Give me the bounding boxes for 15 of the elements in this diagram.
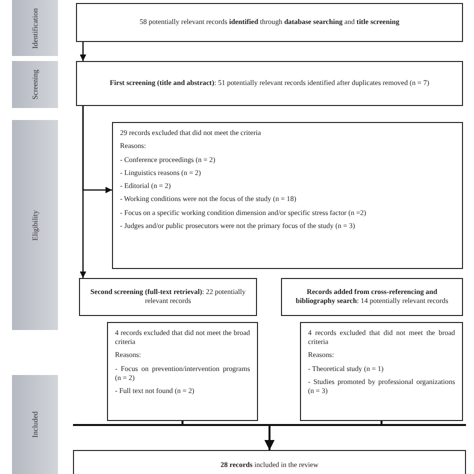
stage-bar — [12, 0, 58, 56]
stage-bar — [12, 120, 58, 330]
arrow — [80, 42, 86, 61]
stage-bar — [12, 375, 58, 474]
stage-bar — [12, 61, 58, 108]
process-box — [73, 450, 466, 474]
exclusion-box — [300, 322, 463, 421]
arrow — [264, 421, 382, 450]
arrow — [80, 106, 86, 278]
process-box — [79, 278, 257, 316]
exclusion-box — [107, 322, 258, 421]
exclusion-box — [112, 122, 463, 269]
process-box — [76, 61, 463, 106]
process-box — [281, 278, 463, 316]
process-box — [76, 3, 463, 42]
